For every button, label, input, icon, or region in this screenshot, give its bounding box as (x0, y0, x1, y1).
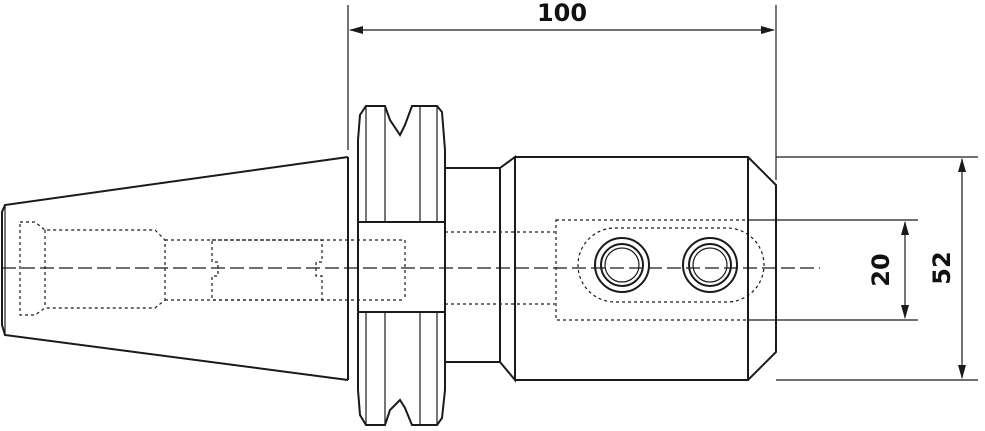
dimension-label-20: 20 (867, 253, 895, 286)
hidden-clamp-bore (445, 219, 765, 321)
flange (357, 105, 446, 426)
clamp-screw-hole-1 (594, 237, 650, 293)
dimension-label-52: 52 (928, 251, 956, 284)
dimension-overall-length: 100 (347, 0, 777, 180)
dimension-body-diameter: 52 (776, 156, 978, 381)
dimension-bore-spacing: 20 (748, 219, 918, 321)
hidden-retention-bore (19, 221, 406, 316)
clamp-screw-hole-2 (682, 237, 738, 293)
dimension-label-100: 100 (537, 0, 587, 27)
